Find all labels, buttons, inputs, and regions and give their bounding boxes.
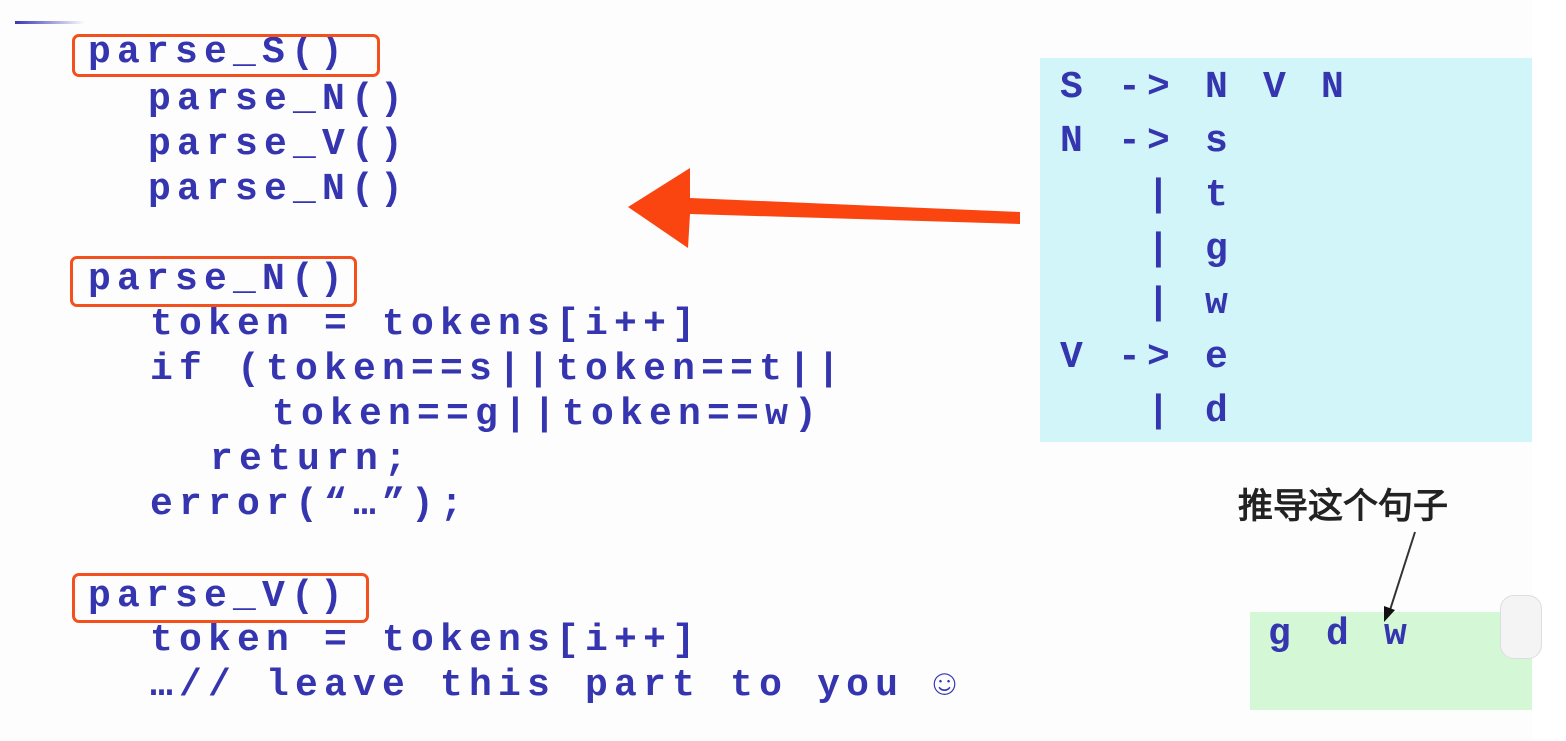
code-line: return;	[210, 438, 414, 481]
code-line-parse-n-def: parse_N()	[88, 258, 350, 301]
code-line: token==g||token==w)	[272, 393, 824, 436]
slide: parse_S() parse_N() parse_V() parse_N() …	[15, 21, 1532, 710]
title-accent-line	[15, 21, 85, 24]
pointer-arrow-line	[1389, 531, 1416, 611]
grammar-box: S -> N V N N -> s | t | g | w V -> e | d	[1040, 58, 1532, 442]
derive-sentence-label: 推导这个句子	[1238, 487, 1449, 527]
grammar-rule: | t	[1060, 174, 1235, 217]
pointer-arrowhead-icon	[1384, 606, 1395, 622]
code-line: …// leave this part to you ☺	[150, 664, 963, 707]
highlight-box-parse-n	[70, 256, 357, 307]
code-line: token = tokens[i++]	[150, 619, 702, 662]
grammar-rule: | d	[1060, 390, 1235, 433]
code-line: error(“…”);	[150, 483, 470, 526]
code-line: parse_V()	[148, 123, 410, 166]
grammar-rule: | g	[1060, 228, 1235, 271]
code-line: token = tokens[i++]	[150, 303, 702, 346]
code-line: parse_N()	[148, 78, 410, 121]
grammar-rule: | w	[1060, 282, 1235, 325]
red-arrow-icon	[628, 168, 1020, 248]
grammar-rule: S -> N V N	[1060, 66, 1351, 109]
sentence-text: g d w	[1268, 613, 1414, 656]
grammar-rule: N -> s	[1060, 120, 1235, 163]
sentence-box: g d w	[1250, 612, 1532, 710]
floating-widget-button[interactable]	[1500, 595, 1542, 659]
highlight-box-parse-s	[72, 34, 380, 77]
highlight-box-parse-v	[72, 573, 369, 623]
code-line: if (token==s||token==t||	[150, 348, 847, 391]
code-line-parse-s-def: parse_S()	[88, 31, 350, 74]
code-line: parse_N()	[148, 168, 410, 211]
grammar-rule: V -> e	[1060, 336, 1235, 379]
code-line-parse-v-def: parse_V()	[88, 575, 350, 618]
